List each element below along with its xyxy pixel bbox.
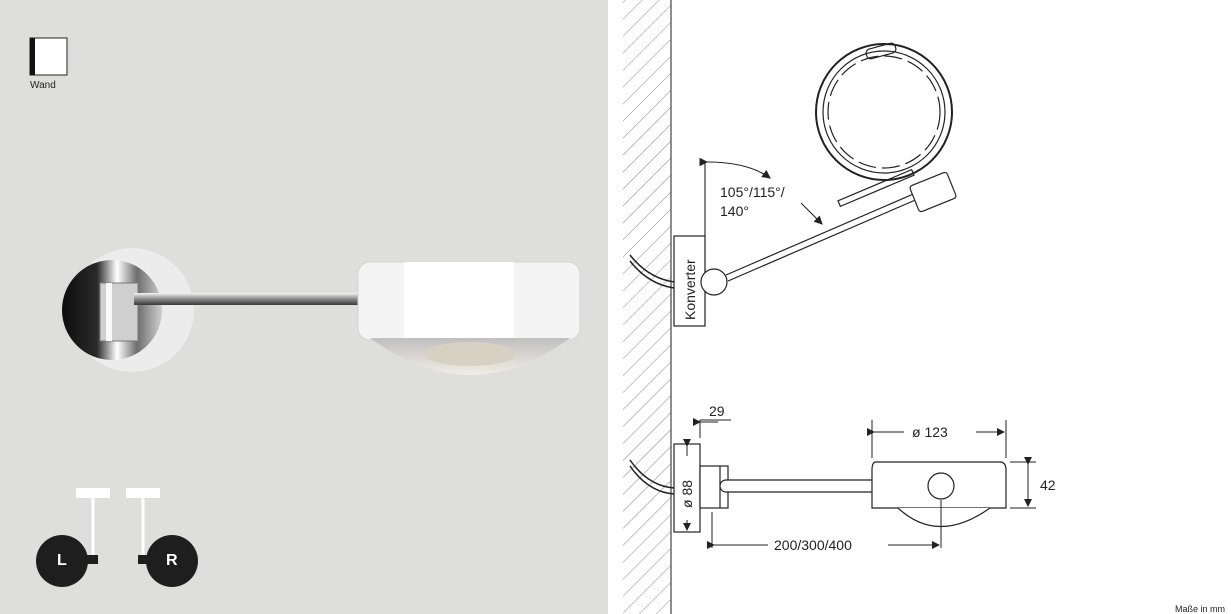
dimension-lines xyxy=(683,418,1036,549)
height-dimension: 42 xyxy=(1040,477,1056,493)
right-side-label: R xyxy=(166,552,178,569)
converter-box xyxy=(673,235,706,327)
right-badge xyxy=(146,535,198,587)
units-note: Maße in mm xyxy=(1174,604,1225,614)
wall-hatch xyxy=(623,0,671,614)
mount-type-label: Wand xyxy=(30,80,56,91)
left-side-diagram xyxy=(36,488,110,587)
product-photo-panel: Wand L R xyxy=(0,0,608,614)
arm-length-dimension: 200/300/400 xyxy=(774,537,852,553)
angle-label-line2: 140° xyxy=(720,203,749,219)
left-side-label: L xyxy=(57,552,67,569)
side-view xyxy=(629,443,1007,533)
depth-dimension: 29 xyxy=(709,403,725,419)
left-badge xyxy=(36,535,88,587)
rotation-angle-indicator xyxy=(699,157,823,236)
angle-label-line1: 105°/115°/ xyxy=(720,184,785,200)
product-photo xyxy=(29,37,581,587)
plate-diameter-dimension: ø 88 xyxy=(679,480,695,508)
right-side-diagram xyxy=(126,488,198,587)
top-view xyxy=(629,42,957,327)
arm xyxy=(134,293,362,305)
lens-diameter-dimension: ø 123 xyxy=(912,424,948,440)
joint xyxy=(99,282,139,342)
joint-side xyxy=(699,465,729,509)
pivot-knob xyxy=(700,268,728,296)
wall-mount-icon xyxy=(29,37,68,76)
technical-drawing: 105°/115°/ 140° Konverter xyxy=(623,0,1056,614)
converter-label: Konverter xyxy=(682,259,698,320)
